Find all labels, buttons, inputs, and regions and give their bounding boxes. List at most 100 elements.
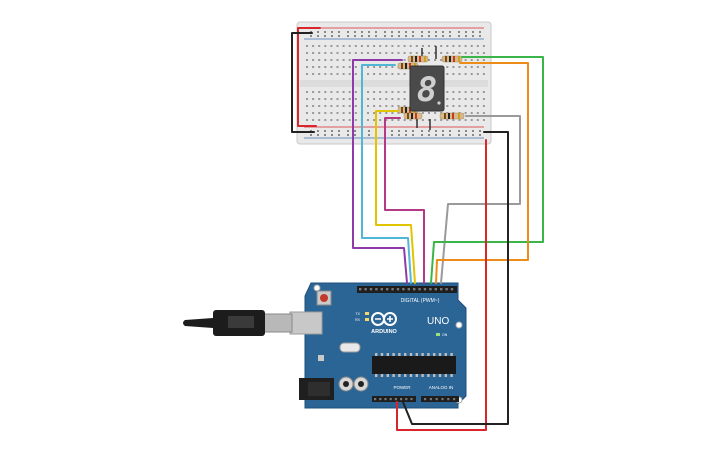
breadboard-hole bbox=[348, 91, 351, 93]
breadboard-hole bbox=[354, 45, 357, 47]
breadboard[interactable] bbox=[296, 21, 492, 145]
breadboard-hole bbox=[421, 130, 423, 132]
breadboard-hole bbox=[428, 45, 430, 47]
breadboard-hole bbox=[368, 130, 370, 132]
breadboard-hole bbox=[306, 73, 308, 75]
wire-cyan[interactable] bbox=[361, 64, 412, 284]
breadboard-hole bbox=[409, 52, 412, 54]
breadboard-hole bbox=[306, 66, 308, 68]
breadboard-hole bbox=[391, 105, 394, 107]
breadboard-hole bbox=[465, 35, 467, 37]
resistor-bottom-right[interactable] bbox=[429, 112, 465, 130]
breadboard-hole bbox=[336, 59, 339, 61]
header-pin bbox=[364, 288, 367, 291]
wire-yellow[interactable] bbox=[375, 110, 416, 284]
wire-orange[interactable] bbox=[435, 62, 529, 284]
breadboard-hole bbox=[397, 52, 400, 54]
breadboard-hole bbox=[338, 134, 340, 136]
breadboard-hole bbox=[412, 31, 414, 33]
breadboard-hole bbox=[330, 119, 333, 121]
breadboard-hole bbox=[306, 119, 308, 121]
breadboard-hole bbox=[348, 45, 351, 47]
breadboard-hole bbox=[336, 98, 339, 100]
breadboard-hole bbox=[391, 35, 393, 37]
breadboard-hole bbox=[464, 66, 467, 68]
header-pin bbox=[375, 288, 378, 291]
breadboard-holes bbox=[306, 31, 485, 136]
breadboard-hole bbox=[331, 35, 333, 37]
chip-pin bbox=[404, 374, 407, 377]
wire-red-rail-jumper[interactable] bbox=[297, 27, 321, 127]
chip-pin bbox=[409, 353, 413, 356]
breadboard-hole bbox=[360, 52, 363, 54]
breadboard-hole bbox=[373, 105, 376, 107]
breadboard-hole bbox=[440, 59, 443, 61]
reset-button-icon[interactable] bbox=[316, 290, 332, 306]
breadboard-hole bbox=[421, 35, 423, 37]
breadboard-hole bbox=[458, 91, 461, 93]
header-pin bbox=[453, 398, 456, 401]
breadboard-hole bbox=[310, 134, 312, 136]
breadboard-hole bbox=[442, 35, 444, 37]
breadboard-hole bbox=[354, 112, 357, 114]
breadboard-hole bbox=[452, 66, 455, 68]
breadboard-hole bbox=[476, 91, 479, 93]
breadboard-hole bbox=[446, 98, 449, 100]
on-led bbox=[436, 333, 440, 336]
breadboard-hole bbox=[318, 91, 321, 93]
wire-gray[interactable] bbox=[440, 115, 521, 284]
breadboard-hole bbox=[476, 59, 479, 61]
wire-red-5v[interactable] bbox=[396, 139, 487, 431]
breadboard-hole bbox=[464, 73, 467, 75]
wire-black-gnd[interactable] bbox=[402, 131, 509, 425]
breadboard-hole bbox=[342, 59, 345, 61]
breadboard-hole bbox=[330, 45, 333, 47]
breadboard-hole bbox=[391, 112, 394, 114]
digital-header-pins bbox=[359, 288, 454, 291]
wire-green[interactable] bbox=[430, 56, 544, 284]
breadboard-hole bbox=[403, 105, 406, 107]
header-pin bbox=[450, 288, 454, 291]
breadboard-hole bbox=[306, 52, 308, 54]
arduino-uno-board[interactable]: DIGITAL (PWM~) ARDUINO UNO TX RX ON bbox=[299, 282, 467, 409]
atmega-chip-icon bbox=[372, 353, 456, 377]
breadboard-hole bbox=[367, 119, 369, 121]
breadboard-hole bbox=[367, 73, 369, 75]
resistor-bottom-left-2[interactable] bbox=[403, 112, 423, 120]
breadboard-hole bbox=[385, 52, 388, 54]
breadboard-hole bbox=[379, 73, 382, 75]
breadboard-hole bbox=[476, 45, 479, 47]
breadboard-hole bbox=[464, 98, 467, 100]
breadboard-hole bbox=[379, 112, 382, 114]
wire-magenta[interactable] bbox=[384, 117, 425, 284]
breadboard-hole bbox=[324, 91, 327, 93]
header-pin bbox=[380, 288, 383, 291]
breadboard-hole bbox=[385, 105, 388, 107]
breadboard-hole bbox=[317, 35, 319, 37]
seven-segment-display[interactable]: 8 bbox=[409, 65, 445, 112]
breadboard-hole bbox=[336, 52, 339, 54]
breadboard-hole bbox=[330, 59, 333, 61]
usb-cable-icon[interactable] bbox=[183, 310, 323, 336]
breadboard-hole bbox=[391, 98, 394, 100]
dc-jack-icon[interactable] bbox=[299, 378, 334, 400]
breadboard-hole bbox=[470, 73, 473, 75]
breadboard-hole bbox=[391, 91, 394, 93]
wire-black-rail-jumper[interactable] bbox=[291, 32, 315, 133]
breadboard-hole bbox=[434, 112, 437, 114]
resistor-top-right[interactable] bbox=[435, 46, 463, 63]
breadboard-hole bbox=[324, 119, 327, 121]
wire-purple[interactable] bbox=[352, 59, 408, 284]
breadboard-hole bbox=[317, 31, 319, 33]
breadboard-hole bbox=[421, 45, 424, 47]
breadboard-hole bbox=[476, 119, 479, 121]
breadboard-hole bbox=[458, 31, 460, 33]
smd-component bbox=[318, 355, 324, 361]
chip-pin bbox=[427, 374, 430, 377]
breadboard-hole bbox=[476, 98, 479, 100]
resistor-top-left[interactable] bbox=[407, 48, 429, 63]
breadboard-hole bbox=[324, 130, 326, 132]
breadboard-hole bbox=[421, 31, 423, 33]
breadboard-hole bbox=[458, 52, 461, 54]
breadboard-hole bbox=[324, 73, 327, 75]
